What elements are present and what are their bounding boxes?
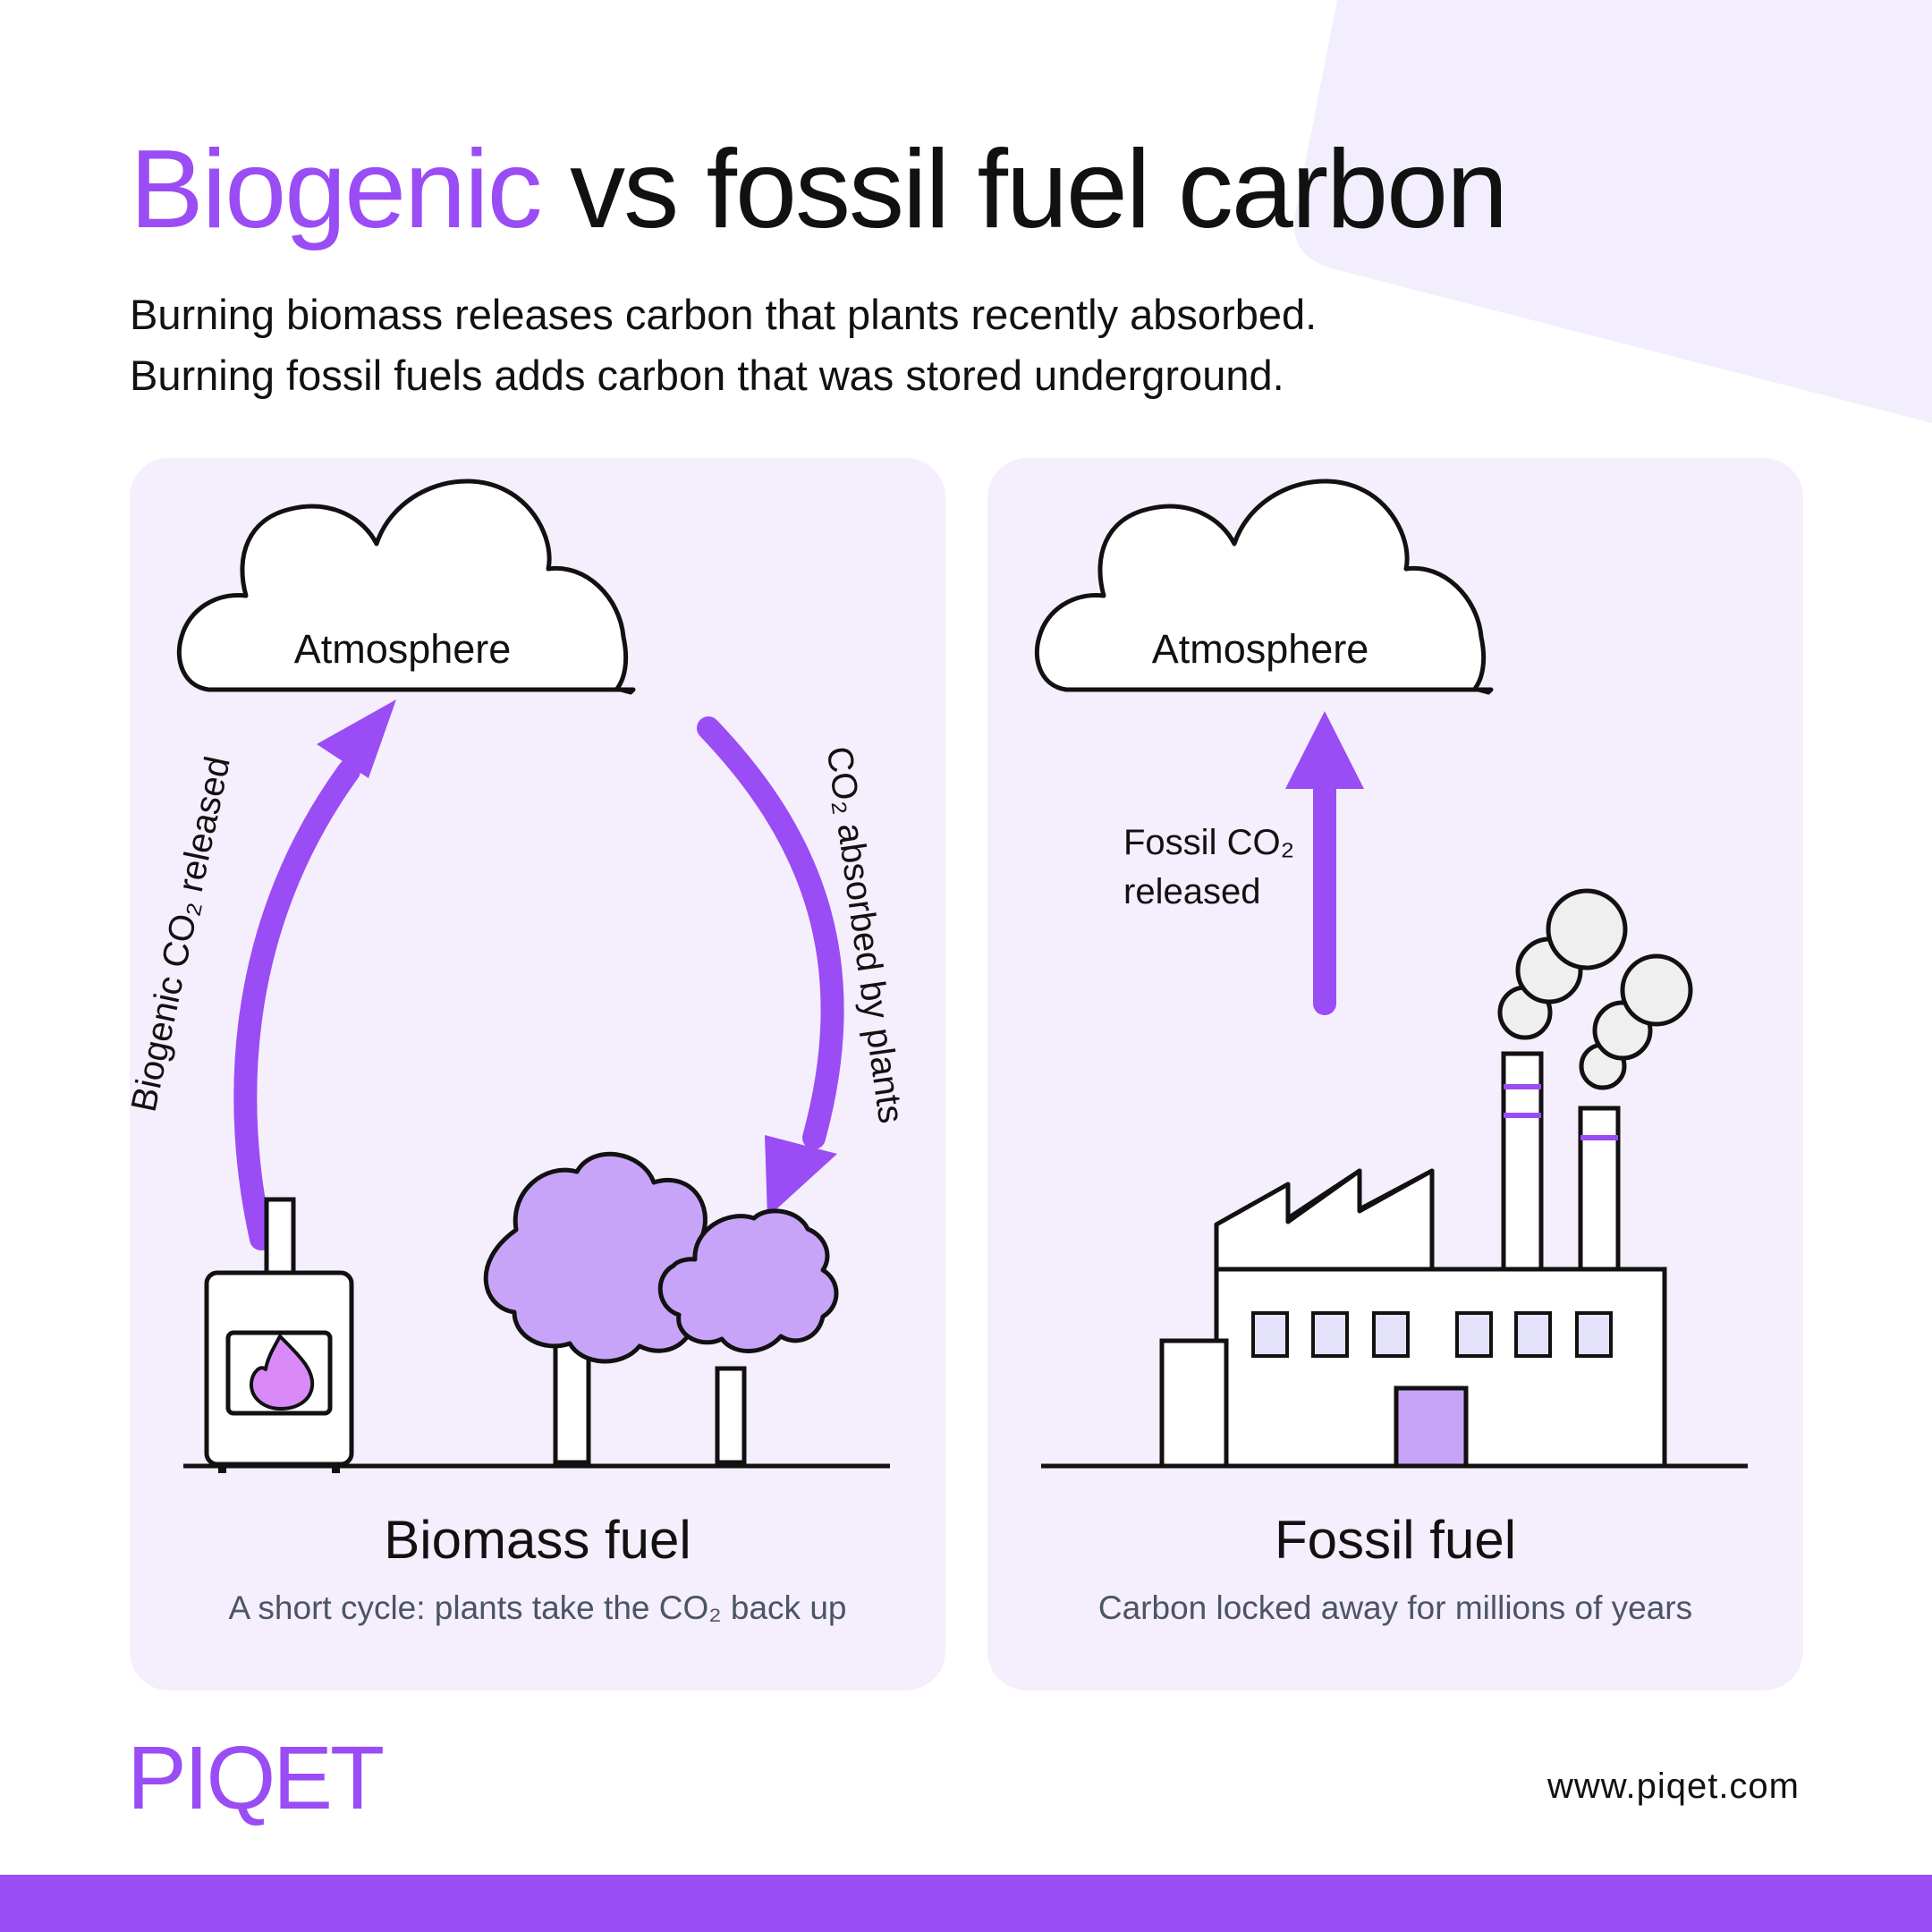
biomass-panel: Atmosphere Biogenic CO₂ released CO₂ abs… — [124, 458, 945, 1690]
footer-bar — [0, 1875, 1932, 1932]
fossil-illustration: Atmosphere Fossil CO₂ released — [1034, 479, 1748, 1469]
subtitle-line-1: Burning biomass releases carbon that pla… — [130, 291, 1318, 338]
factory-windows — [1251, 1311, 1613, 1358]
factory-icon — [1159, 1051, 1667, 1469]
co2-absorbed-arrow — [697, 716, 844, 1217]
biomass-panel-title: Biomass fuel — [384, 1510, 691, 1570]
website-url: www.piqet.com — [1547, 1767, 1800, 1806]
fossil-release-arrow — [1285, 711, 1364, 1015]
atmosphere-cloud-icon: Atmosphere — [1034, 479, 1494, 695]
atmosphere-cloud-icon: Atmosphere — [176, 479, 636, 695]
page-title: Biogenic vs fossil fuel carbon — [130, 134, 1508, 245]
title-accent: Biogenic — [130, 128, 543, 251]
factory-door — [1394, 1385, 1469, 1469]
biogenic-released-label: Biogenic CO₂ released — [124, 753, 238, 1115]
fossil-released-label-line-2: released — [1123, 872, 1260, 911]
fossil-panel-title: Fossil fuel — [1274, 1510, 1517, 1570]
brand-logo: PIQET — [127, 1728, 385, 1828]
fossil-panel-caption: Carbon locked away for millions of years — [1097, 1589, 1693, 1626]
smoke-icon — [1497, 888, 1693, 1090]
fossil-panel: Atmosphere Fossil CO₂ released — [987, 458, 1803, 1690]
biomass-panel-caption: A short cycle: plants take the CO₂ back … — [228, 1589, 847, 1626]
subtitle: Burning biomass releases carbon that pla… — [130, 284, 1317, 406]
title-rest: vs fossil fuel carbon — [540, 128, 1508, 251]
atmosphere-label: Atmosphere — [1152, 626, 1369, 672]
biogenic-release-arrow — [233, 699, 396, 1250]
subtitle-line-2: Burning fossil fuels adds carbon that wa… — [130, 352, 1284, 399]
tree-small-icon — [657, 1208, 839, 1465]
atmosphere-label: Atmosphere — [294, 626, 512, 672]
biomass-illustration: Atmosphere Biogenic CO₂ released CO₂ abs… — [124, 479, 911, 1473]
wood-stove-icon — [204, 1197, 354, 1473]
fossil-released-label-line-1: Fossil CO₂ — [1123, 823, 1294, 862]
